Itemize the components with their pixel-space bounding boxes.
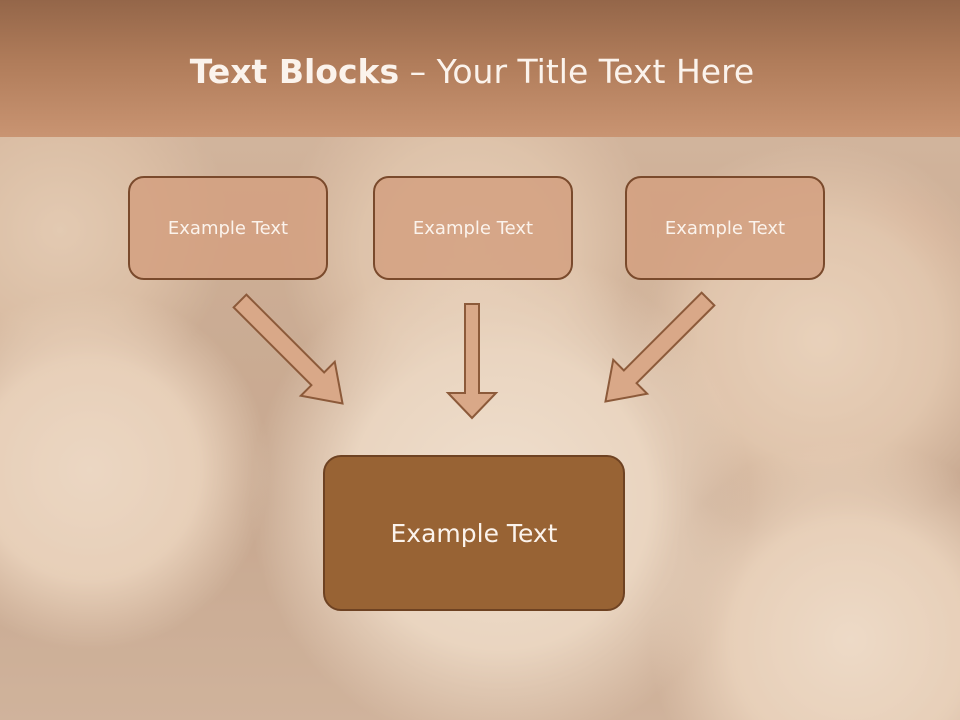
text-box-main[interactable]: Example Text xyxy=(323,455,625,611)
arrow-left-icon xyxy=(232,293,344,405)
title-rest-part: – Your Title Text Here xyxy=(399,52,755,91)
text-box-right[interactable]: Example Text xyxy=(625,176,825,280)
arrow-right-icon xyxy=(604,291,716,403)
arrow-center-icon xyxy=(445,303,499,420)
text-box-left[interactable]: Example Text xyxy=(128,176,328,280)
title-bold-part: Text Blocks xyxy=(189,52,400,91)
text-box-center[interactable]: Example Text xyxy=(373,176,573,280)
slide-title[interactable]: Text Blocks – Your Title Text Here xyxy=(0,52,944,91)
title-band: Text Blocks – Your Title Text Here xyxy=(0,0,960,137)
